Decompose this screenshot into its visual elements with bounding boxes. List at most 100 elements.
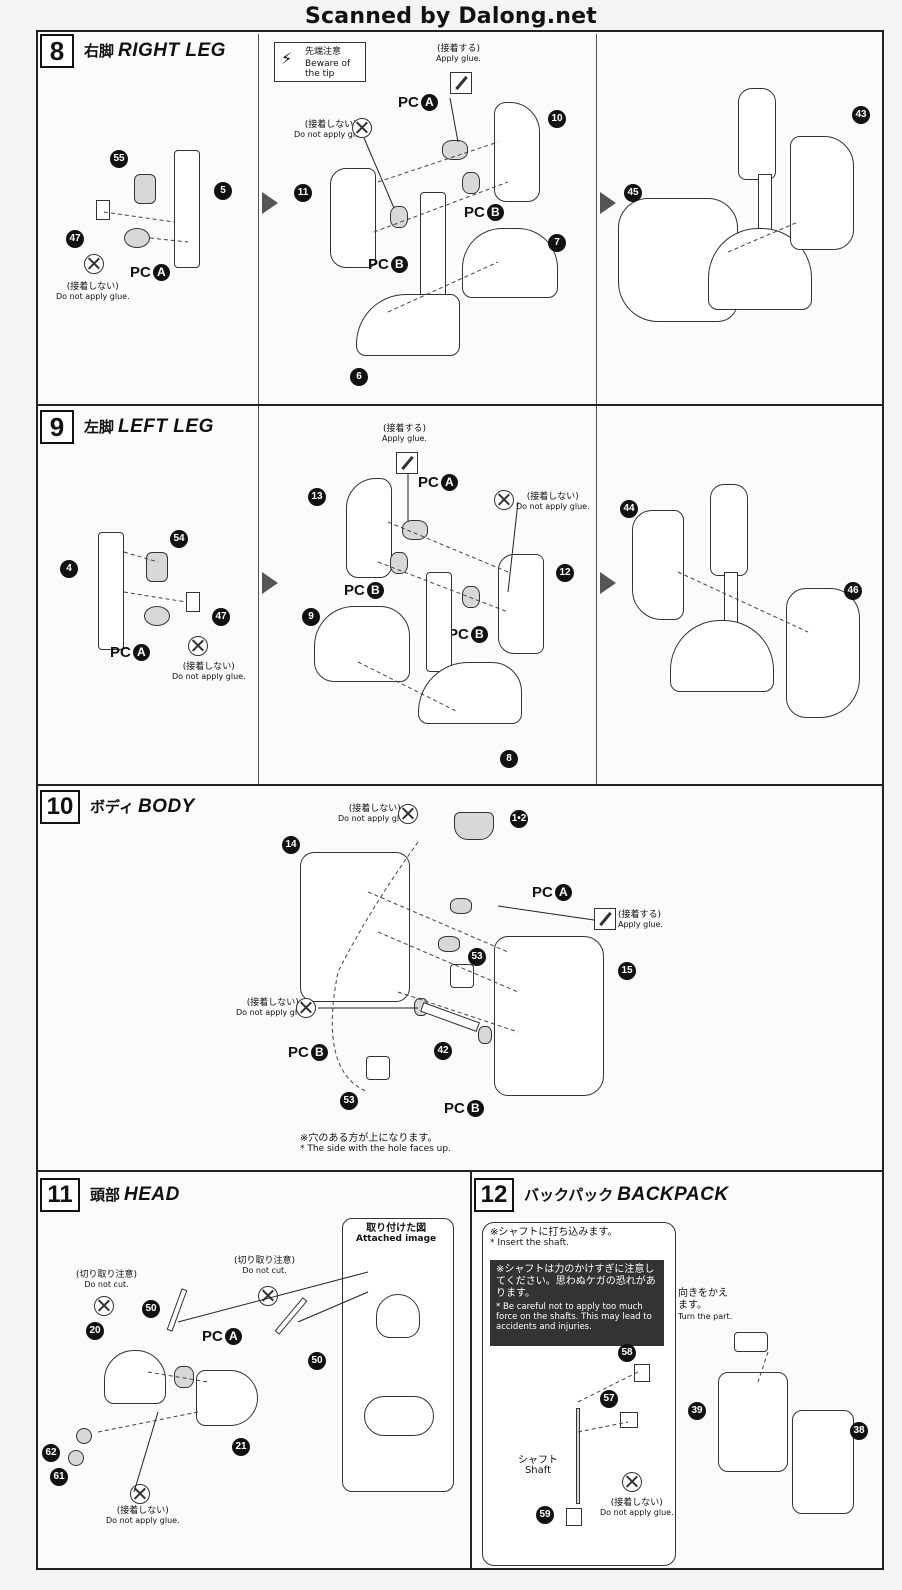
- no-glue-label: (接着しない)Do not apply glue.: [56, 282, 130, 301]
- lightning-icon: ⚡: [281, 49, 293, 68]
- part-number: 42: [434, 1042, 452, 1060]
- no-glue-icon: [130, 1484, 150, 1504]
- do-not-cut-icon: [94, 1296, 114, 1316]
- no-glue-label: (接着しない)Do not apply glue.: [294, 120, 368, 139]
- part-39: [718, 1372, 788, 1472]
- no-glue-icon: [622, 1472, 642, 1492]
- part-number: 20: [86, 1322, 104, 1340]
- shaft: [576, 1408, 580, 1504]
- no-glue-icon: [188, 636, 208, 656]
- part-number: 62: [42, 1444, 60, 1462]
- part-number: 57: [600, 1390, 618, 1408]
- part-number: 4: [60, 560, 78, 578]
- part-number: 7: [548, 234, 566, 252]
- part-number: 9: [302, 608, 320, 626]
- part-15-torso-back: [494, 936, 604, 1096]
- part-number: 50: [308, 1352, 326, 1370]
- part-6: [356, 294, 460, 356]
- part-number: 14: [282, 836, 300, 854]
- panel-divider: [596, 406, 597, 784]
- pc-a-part: [144, 606, 170, 626]
- attached-head-side: [364, 1396, 434, 1436]
- part-number: 6: [350, 368, 368, 386]
- pc-a-part: [402, 520, 428, 540]
- panel-divider: [258, 406, 259, 784]
- part-43: [790, 136, 854, 250]
- no-glue-icon: [296, 998, 316, 1018]
- part-12: [498, 554, 544, 654]
- part-4-frame: [98, 532, 124, 650]
- next-arrow-icon: [262, 572, 278, 594]
- part-number: 43: [852, 106, 870, 124]
- apply-glue-label: (接着する)Apply glue.: [618, 910, 663, 929]
- part-number: 53: [340, 1092, 358, 1110]
- divider-11-12: [470, 1170, 472, 1570]
- panel-divider: [258, 34, 259, 404]
- part-53: [450, 964, 474, 988]
- step-number: 8: [40, 34, 74, 68]
- pc-b-part: [462, 172, 480, 194]
- part-number: 54: [170, 530, 188, 548]
- no-glue-icon: [352, 118, 372, 138]
- part-59: [566, 1508, 582, 1526]
- part-20-head-front: [104, 1350, 166, 1404]
- frame-part: [420, 192, 446, 302]
- part-9: [314, 606, 410, 682]
- do-not-cut-label: (切り取り注意)Do not cut.: [234, 1256, 296, 1275]
- part-14-torso-front: [300, 852, 410, 1002]
- part-54: [146, 552, 168, 582]
- part-number: 46: [844, 582, 862, 600]
- part-11: [330, 168, 376, 268]
- part-number: 1•2: [510, 810, 528, 828]
- part-number: 55: [110, 150, 128, 168]
- shin-part: [738, 88, 776, 180]
- frame-part: [426, 572, 452, 672]
- part-47: [186, 592, 200, 612]
- no-glue-label: (接着しない)Do not apply glue.: [236, 998, 310, 1017]
- no-glue-icon: [84, 254, 104, 274]
- part-13: [346, 478, 392, 578]
- part-number: 15: [618, 962, 636, 980]
- no-glue-label: (接着しない)Do not apply glue.: [600, 1498, 674, 1517]
- apply-glue-icon: [594, 908, 616, 930]
- part-61: [68, 1450, 84, 1466]
- part-number: 5: [214, 182, 232, 200]
- part-number: 53: [468, 948, 486, 966]
- divider-10-11: [38, 1170, 882, 1172]
- part-5-frame: [174, 150, 200, 268]
- part-number: 58: [618, 1344, 636, 1362]
- pc-b-part: [462, 586, 480, 608]
- part-number: 44: [620, 500, 638, 518]
- next-arrow-icon: [262, 192, 278, 214]
- no-glue-icon: [494, 490, 514, 510]
- part-57: [620, 1412, 638, 1428]
- divider-9-10: [38, 784, 882, 786]
- frame-part: [758, 174, 772, 234]
- no-glue-label: (接着しない)Do not apply glue.: [516, 492, 590, 511]
- turned-part: [734, 1332, 768, 1352]
- part-55: [134, 174, 156, 204]
- turn-part-label: 向きをかえます。Turn the part.: [678, 1288, 733, 1321]
- part-number: 61: [50, 1468, 68, 1486]
- attached-head-front: [376, 1294, 420, 1338]
- part-62: [76, 1428, 92, 1444]
- part-number: 11: [294, 184, 312, 202]
- attached-image-box: [342, 1218, 454, 1492]
- apply-glue-label: (接着する)Apply glue.: [436, 44, 481, 63]
- step-number: 11: [40, 1178, 80, 1212]
- apply-glue-icon: [396, 452, 418, 474]
- part-number: 39: [688, 1402, 706, 1420]
